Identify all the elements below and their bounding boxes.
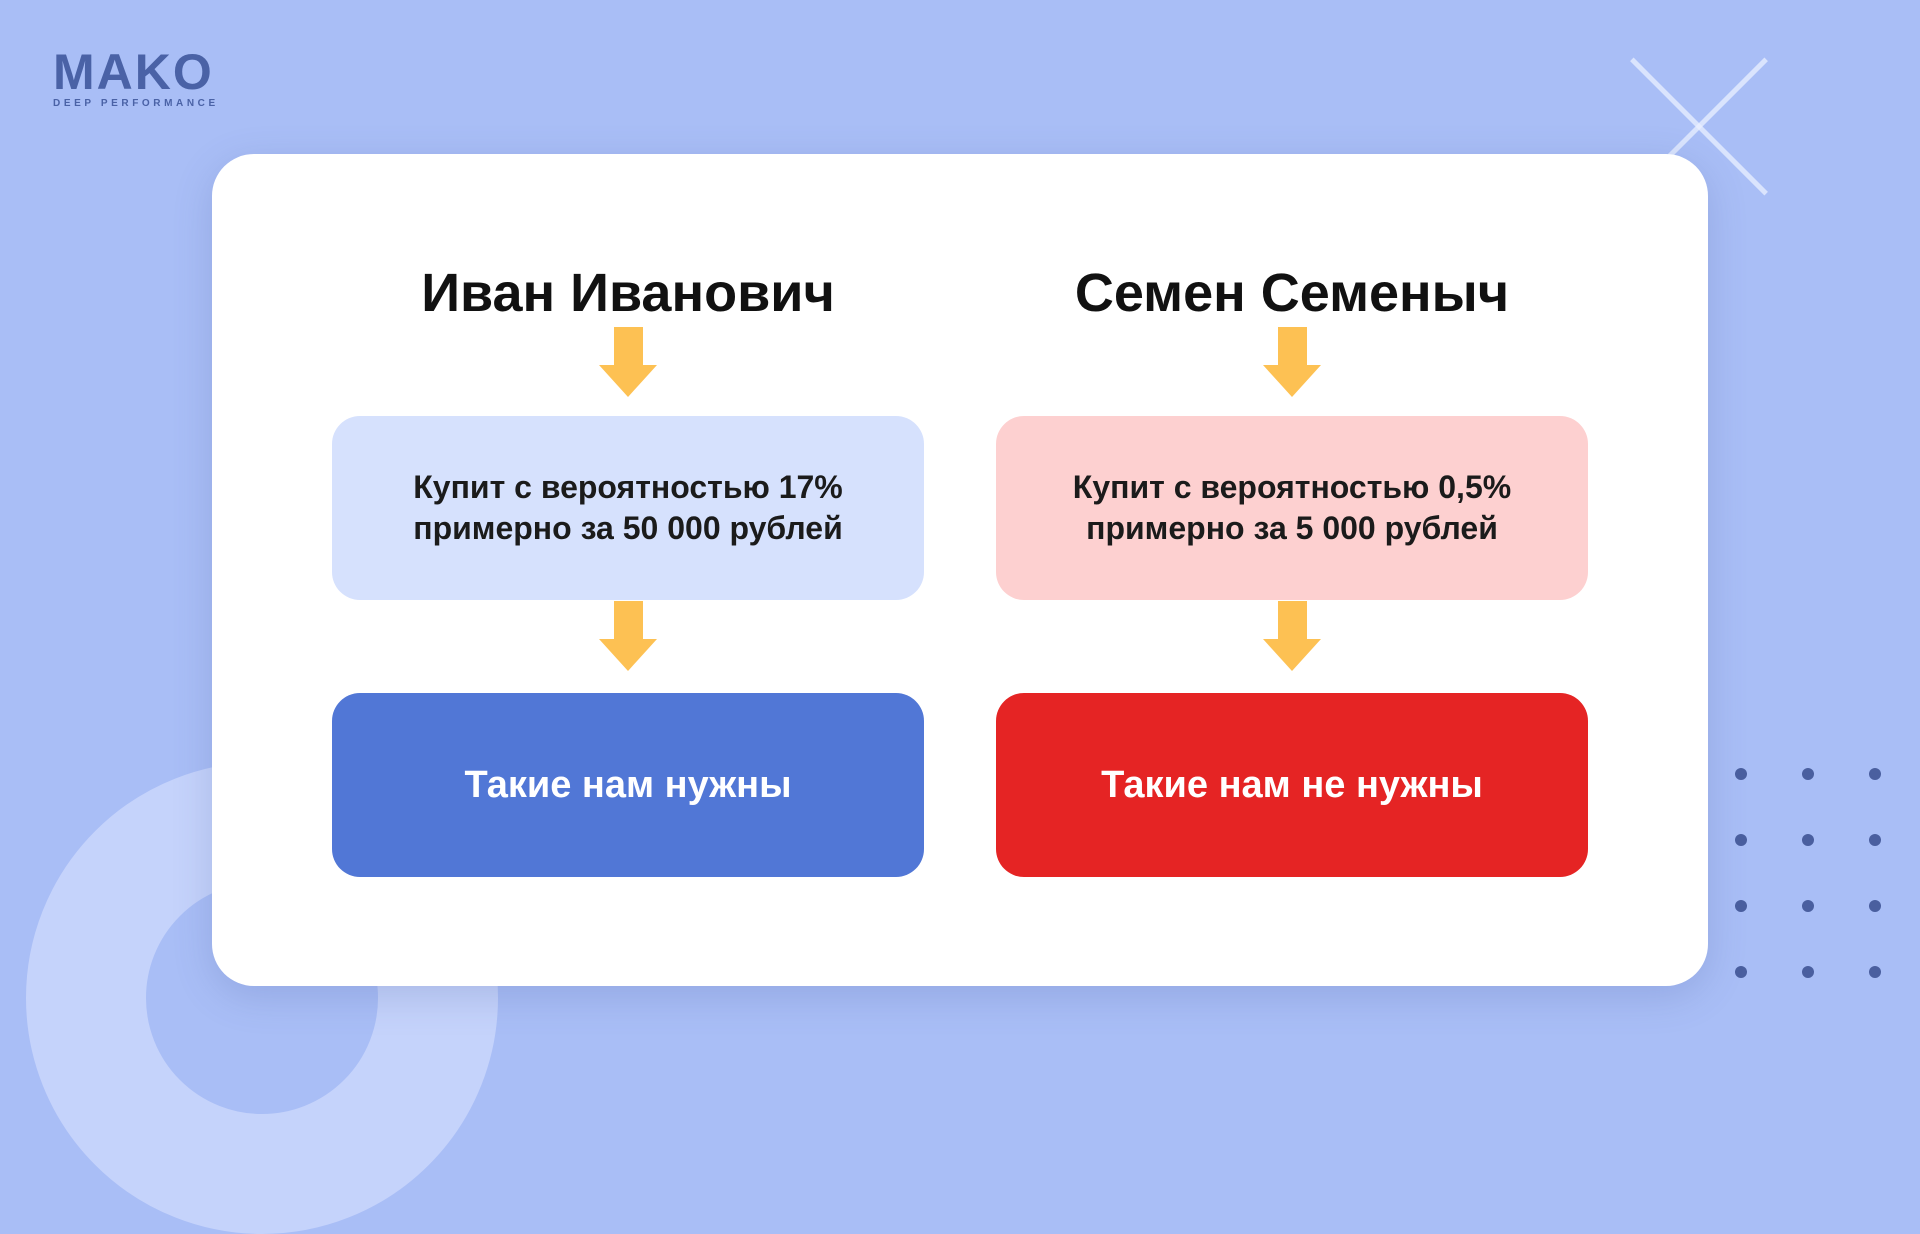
price-text: примерно за 5 000 рублей	[1086, 510, 1498, 546]
verdict-not-needed-button[interactable]: Такие нам не нужны	[996, 693, 1588, 877]
probability-box: Купит с вероятностью 0,5% примерно за 5 0…	[996, 416, 1588, 600]
verdict-needed-button[interactable]: Такие нам нужны	[332, 693, 924, 877]
column-semen: Семен Семеныч Купит с вероятностью 0,5% п…	[996, 154, 1588, 986]
column-ivan: Иван Иванович Купит с вероятностью 17% пр…	[332, 154, 924, 986]
logo-tagline: DEEP PERFORMANCE	[53, 98, 219, 109]
arrow-down-icon	[599, 327, 658, 397]
customer-name: Семен Семеныч	[1074, 263, 1510, 323]
arrow-down-icon	[1263, 327, 1322, 397]
probability-text: Купит с вероятностью 17%	[413, 469, 843, 505]
arrow-down-icon	[1263, 601, 1322, 671]
comparison-card: Иван Иванович Купит с вероятностью 17% пр…	[212, 154, 1708, 986]
customer-name: Иван Иванович	[421, 263, 835, 323]
arrow-down-icon	[599, 601, 658, 671]
price-text: примерно за 50 000 рублей	[413, 510, 843, 546]
mako-logo: MAKO DEEP PERFORMANCE	[53, 44, 219, 109]
probability-text: Купит с вероятностью 0,5%	[1072, 469, 1512, 505]
probability-box: Купит с вероятностью 17% примерно за 50 0…	[332, 416, 924, 600]
logo-wordmark: MAKO	[53, 44, 214, 100]
decorative-dot-grid	[1735, 768, 1881, 978]
